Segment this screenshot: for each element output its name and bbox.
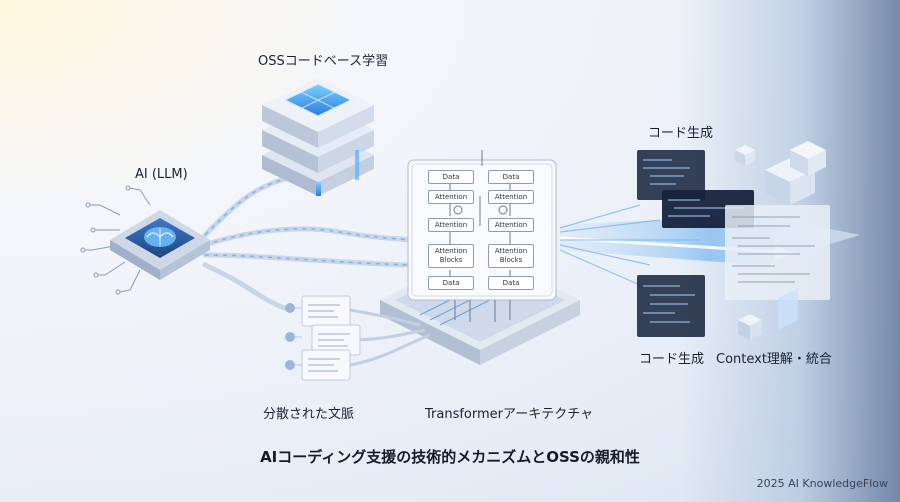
credit-text: 2025 AI KnowledgeFlow — [756, 477, 888, 490]
transformer-block-left-1: Attention — [428, 190, 474, 204]
code-gen-top-label: コード生成 — [648, 126, 714, 141]
transformer-block-left-3: Attention Blocks — [428, 244, 474, 268]
transformer-block-right-3: Attention Blocks — [488, 244, 534, 268]
transformer-block-right-0: Data — [488, 170, 534, 184]
distributed-context-label: 分散された文脈 — [263, 407, 355, 422]
transformer-block-left-2: Attention — [428, 218, 474, 232]
code-panel-right — [725, 205, 830, 300]
transformer-block-left-0: Data — [428, 170, 474, 184]
code-panel-bottom — [637, 275, 705, 337]
transformer-block-right-2: Attention — [488, 218, 534, 232]
page-title: AIコーディング支援の技術的メカニズムとOSSの親和性 — [260, 448, 640, 466]
context-integration-label: Context理解・統合 — [716, 352, 832, 367]
ai-llm-label: AI (LLM) — [135, 167, 188, 182]
transformer-block-right-4: Data — [488, 276, 534, 290]
transformer-arrows — [449, 150, 511, 322]
code-gen-bottom-label: コード生成 — [639, 352, 705, 367]
brain-icon — [144, 227, 176, 247]
transformer-label: Transformerアーキテクチャ — [425, 407, 594, 422]
context-documents — [285, 295, 431, 381]
transformer-block-left-4: Data — [428, 276, 474, 290]
oss-codebase-label: OSSコードベース学習 — [258, 54, 389, 69]
cube-cluster — [735, 141, 826, 340]
code-panel-top — [637, 150, 705, 200]
transformer-block-right-1: Attention — [488, 190, 534, 204]
ai-chip — [110, 210, 210, 280]
server-stack — [262, 78, 374, 196]
chip-traces — [80, 185, 151, 295]
